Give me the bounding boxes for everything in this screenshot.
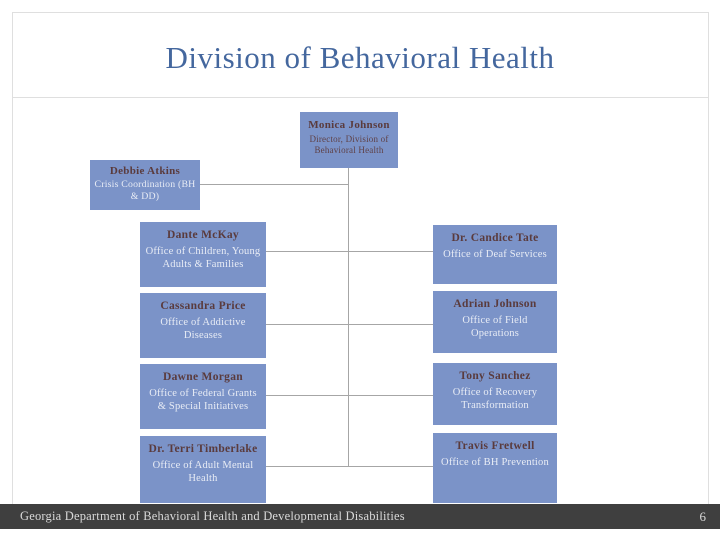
org-box-crisis-coordination: Debbie Atkins Crisis Coordination (BH & …	[90, 160, 200, 210]
person-role: Office of Children, Young Adults & Famil…	[145, 245, 261, 270]
person-role: Crisis Coordination (BH & DD)	[94, 179, 196, 203]
org-connector-branch-row1	[266, 251, 433, 252]
page-number: 6	[699, 508, 707, 524]
person-name: Monica Johnson	[308, 119, 390, 131]
footer-bar: Georgia Department of Behavioral Health …	[0, 504, 720, 529]
person-role: Office of Addictive Diseases	[160, 316, 246, 341]
person-name: Dawne Morgan	[163, 371, 243, 383]
org-box-addictive-diseases: Cassandra Price Office of Addictive Dise…	[140, 293, 266, 358]
org-box-bh-prevention: Travis Fretwell Office of BH Prevention	[433, 433, 557, 503]
org-connector-branch-row2	[266, 324, 433, 325]
slide-title: Division of Behavioral Health	[165, 40, 555, 75]
org-box-adult-mental-health: Dr. Terri Timberlake Office of Adult Men…	[140, 436, 266, 503]
person-role: Office of BH Prevention	[441, 456, 549, 468]
person-role: Office of Adult Mental Health	[152, 459, 254, 484]
person-role: Director, Division of Behavioral Health	[309, 134, 389, 156]
org-connector-branch-row3	[266, 395, 433, 396]
person-role: Office of Deaf Services	[443, 248, 547, 260]
org-box-field-operations: Adrian Johnson Office of Field Operation…	[433, 291, 557, 353]
person-name: Dr. Candice Tate	[451, 232, 539, 244]
person-name: Debbie Atkins	[109, 165, 181, 177]
org-box-director: Monica Johnson Director, Division of Beh…	[300, 112, 398, 168]
slide-frame-border	[12, 12, 709, 504]
org-box-federal-grants: Dawne Morgan Office of Federal Grants & …	[140, 364, 266, 429]
org-connector-branch-staff	[200, 184, 348, 185]
footer-department-text: Georgia Department of Behavioral Health …	[20, 509, 405, 523]
person-name: Tony Sanchez	[459, 370, 531, 382]
title-divider-line	[12, 97, 708, 98]
org-box-recovery-transformation: Tony Sanchez Office of Recovery Transfor…	[433, 363, 557, 425]
person-name: Travis Fretwell	[455, 440, 535, 452]
org-connector-trunk	[348, 168, 349, 466]
person-name: Dante McKay	[167, 229, 239, 241]
person-role: Office of Federal Grants & Special Initi…	[149, 387, 257, 412]
person-name: Dr. Terri Timberlake	[148, 443, 258, 455]
person-name: Cassandra Price	[160, 300, 246, 312]
org-connector-branch-row4	[266, 466, 433, 467]
org-box-deaf-services: Dr. Candice Tate Office of Deaf Services	[433, 225, 557, 284]
person-role: Office of Recovery Transformation	[452, 386, 538, 411]
person-role: Office of Field Operations	[462, 314, 528, 339]
org-box-children-young-adults-families: Dante McKay Office of Children, Young Ad…	[140, 222, 266, 287]
person-name: Adrian Johnson	[453, 298, 537, 310]
